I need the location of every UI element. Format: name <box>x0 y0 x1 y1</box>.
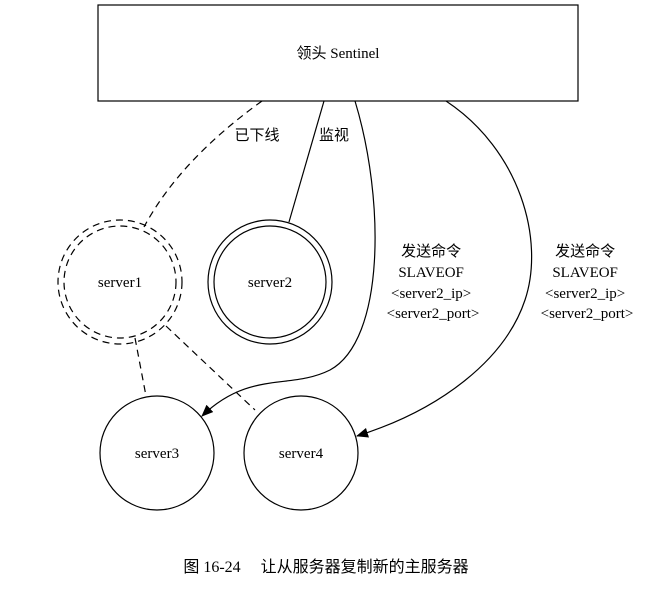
cmd-server3-line4: <server2_port> <box>387 306 480 322</box>
server4-label: server4 <box>279 446 324 462</box>
edge-server1-server4 <box>165 325 256 411</box>
figure-caption: 图 16-24 让从服务器复制新的主服务器 <box>183 558 468 576</box>
sentinel-label: 领头 Sentinel <box>297 45 380 62</box>
cmd-server4-line4: <server2_port> <box>541 306 634 322</box>
server1-node: server1 <box>57 219 183 345</box>
edge-label-cmd-server4: 发送命令 SLAVEOF <server2_ip> <server2_port> <box>541 242 634 322</box>
server1-label: server1 <box>98 275 142 291</box>
server2-outer-ring <box>207 219 333 345</box>
edge-label-monitor: 监视 <box>319 127 349 144</box>
server3-circle <box>99 395 215 511</box>
edge-label-offline: 已下线 <box>234 127 279 144</box>
edge-sentinel-server4 <box>356 100 533 438</box>
server2-label: server2 <box>248 275 292 291</box>
cmd-server3-line2: SLAVEOF <box>398 265 464 281</box>
edge-sentinel-server3 <box>201 100 376 417</box>
cmd-server3-line3: <server2_ip> <box>391 286 471 302</box>
cmd-server4-line1: 发送命令 <box>555 242 615 260</box>
server1-inner-ring <box>63 225 177 339</box>
cmd-server4-line3: <server2_ip> <box>545 286 625 302</box>
cmd-server3-line1: 发送命令 <box>401 242 461 260</box>
server4-node: server4 <box>243 395 359 511</box>
server3-node: server3 <box>99 395 215 511</box>
server4-circle <box>243 395 359 511</box>
server1-outer-ring <box>57 219 183 345</box>
edge-sentinel-server1 <box>143 100 263 228</box>
edge-label-cmd-server3: 发送命令 SLAVEOF <server2_ip> <server2_port> <box>387 242 480 322</box>
sentinel-box <box>97 4 579 102</box>
server2-inner-ring <box>213 225 327 339</box>
edge-sentinel-server2 <box>288 100 325 223</box>
server3-label: server3 <box>135 446 179 462</box>
edge-server1-server3 <box>134 337 147 397</box>
server2-node: server2 <box>207 219 333 345</box>
sentinel-node: 领头 Sentinel <box>97 4 579 102</box>
cmd-server4-line2: SLAVEOF <box>552 265 618 281</box>
